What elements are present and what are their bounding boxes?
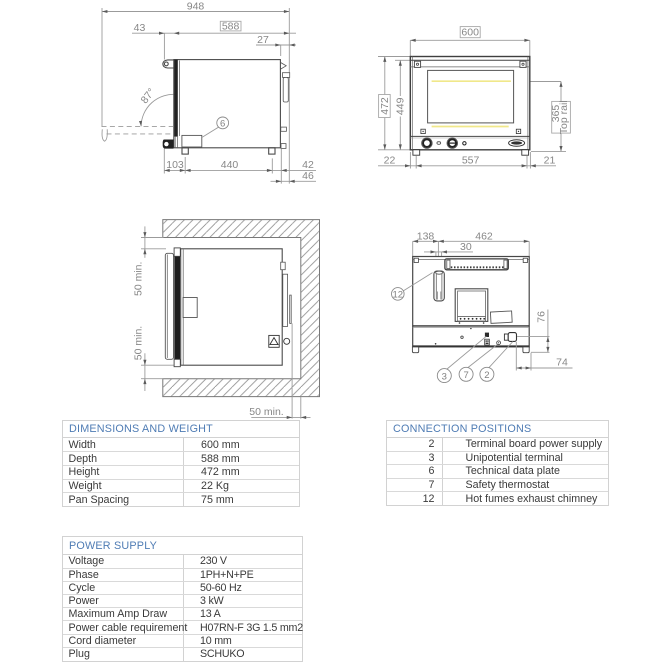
svg-text:2: 2: [484, 370, 489, 381]
svg-text:449: 449: [395, 97, 407, 115]
svg-text:365: 365: [550, 105, 562, 123]
svg-text:50 min.: 50 min.: [133, 262, 145, 296]
svg-text:50 min.: 50 min.: [133, 326, 145, 360]
svg-text:588: 588: [222, 20, 240, 32]
svg-text:600: 600: [461, 26, 479, 38]
svg-text:50 min.: 50 min.: [249, 406, 283, 418]
svg-text:557: 557: [462, 155, 480, 167]
svg-text:87°: 87°: [139, 86, 158, 106]
svg-text:43: 43: [134, 22, 146, 34]
svg-text:948: 948: [187, 1, 205, 13]
svg-text:103: 103: [166, 159, 184, 171]
svg-text:76: 76: [535, 311, 547, 323]
svg-text:3: 3: [442, 371, 447, 382]
svg-text:22: 22: [384, 155, 396, 167]
svg-text:462: 462: [475, 230, 493, 242]
svg-text:Top rail: Top rail: [558, 100, 570, 134]
svg-text:42: 42: [302, 159, 314, 171]
svg-text:440: 440: [221, 159, 239, 171]
svg-text:21: 21: [544, 155, 556, 167]
svg-text:12: 12: [393, 289, 404, 300]
svg-text:46: 46: [302, 170, 314, 182]
svg-text:30: 30: [460, 241, 472, 253]
svg-text:472: 472: [379, 97, 391, 115]
svg-text:138: 138: [417, 230, 435, 242]
svg-text:6: 6: [220, 118, 225, 129]
svg-text:74: 74: [556, 357, 568, 369]
svg-text:27: 27: [257, 34, 269, 46]
svg-text:7: 7: [463, 370, 468, 381]
